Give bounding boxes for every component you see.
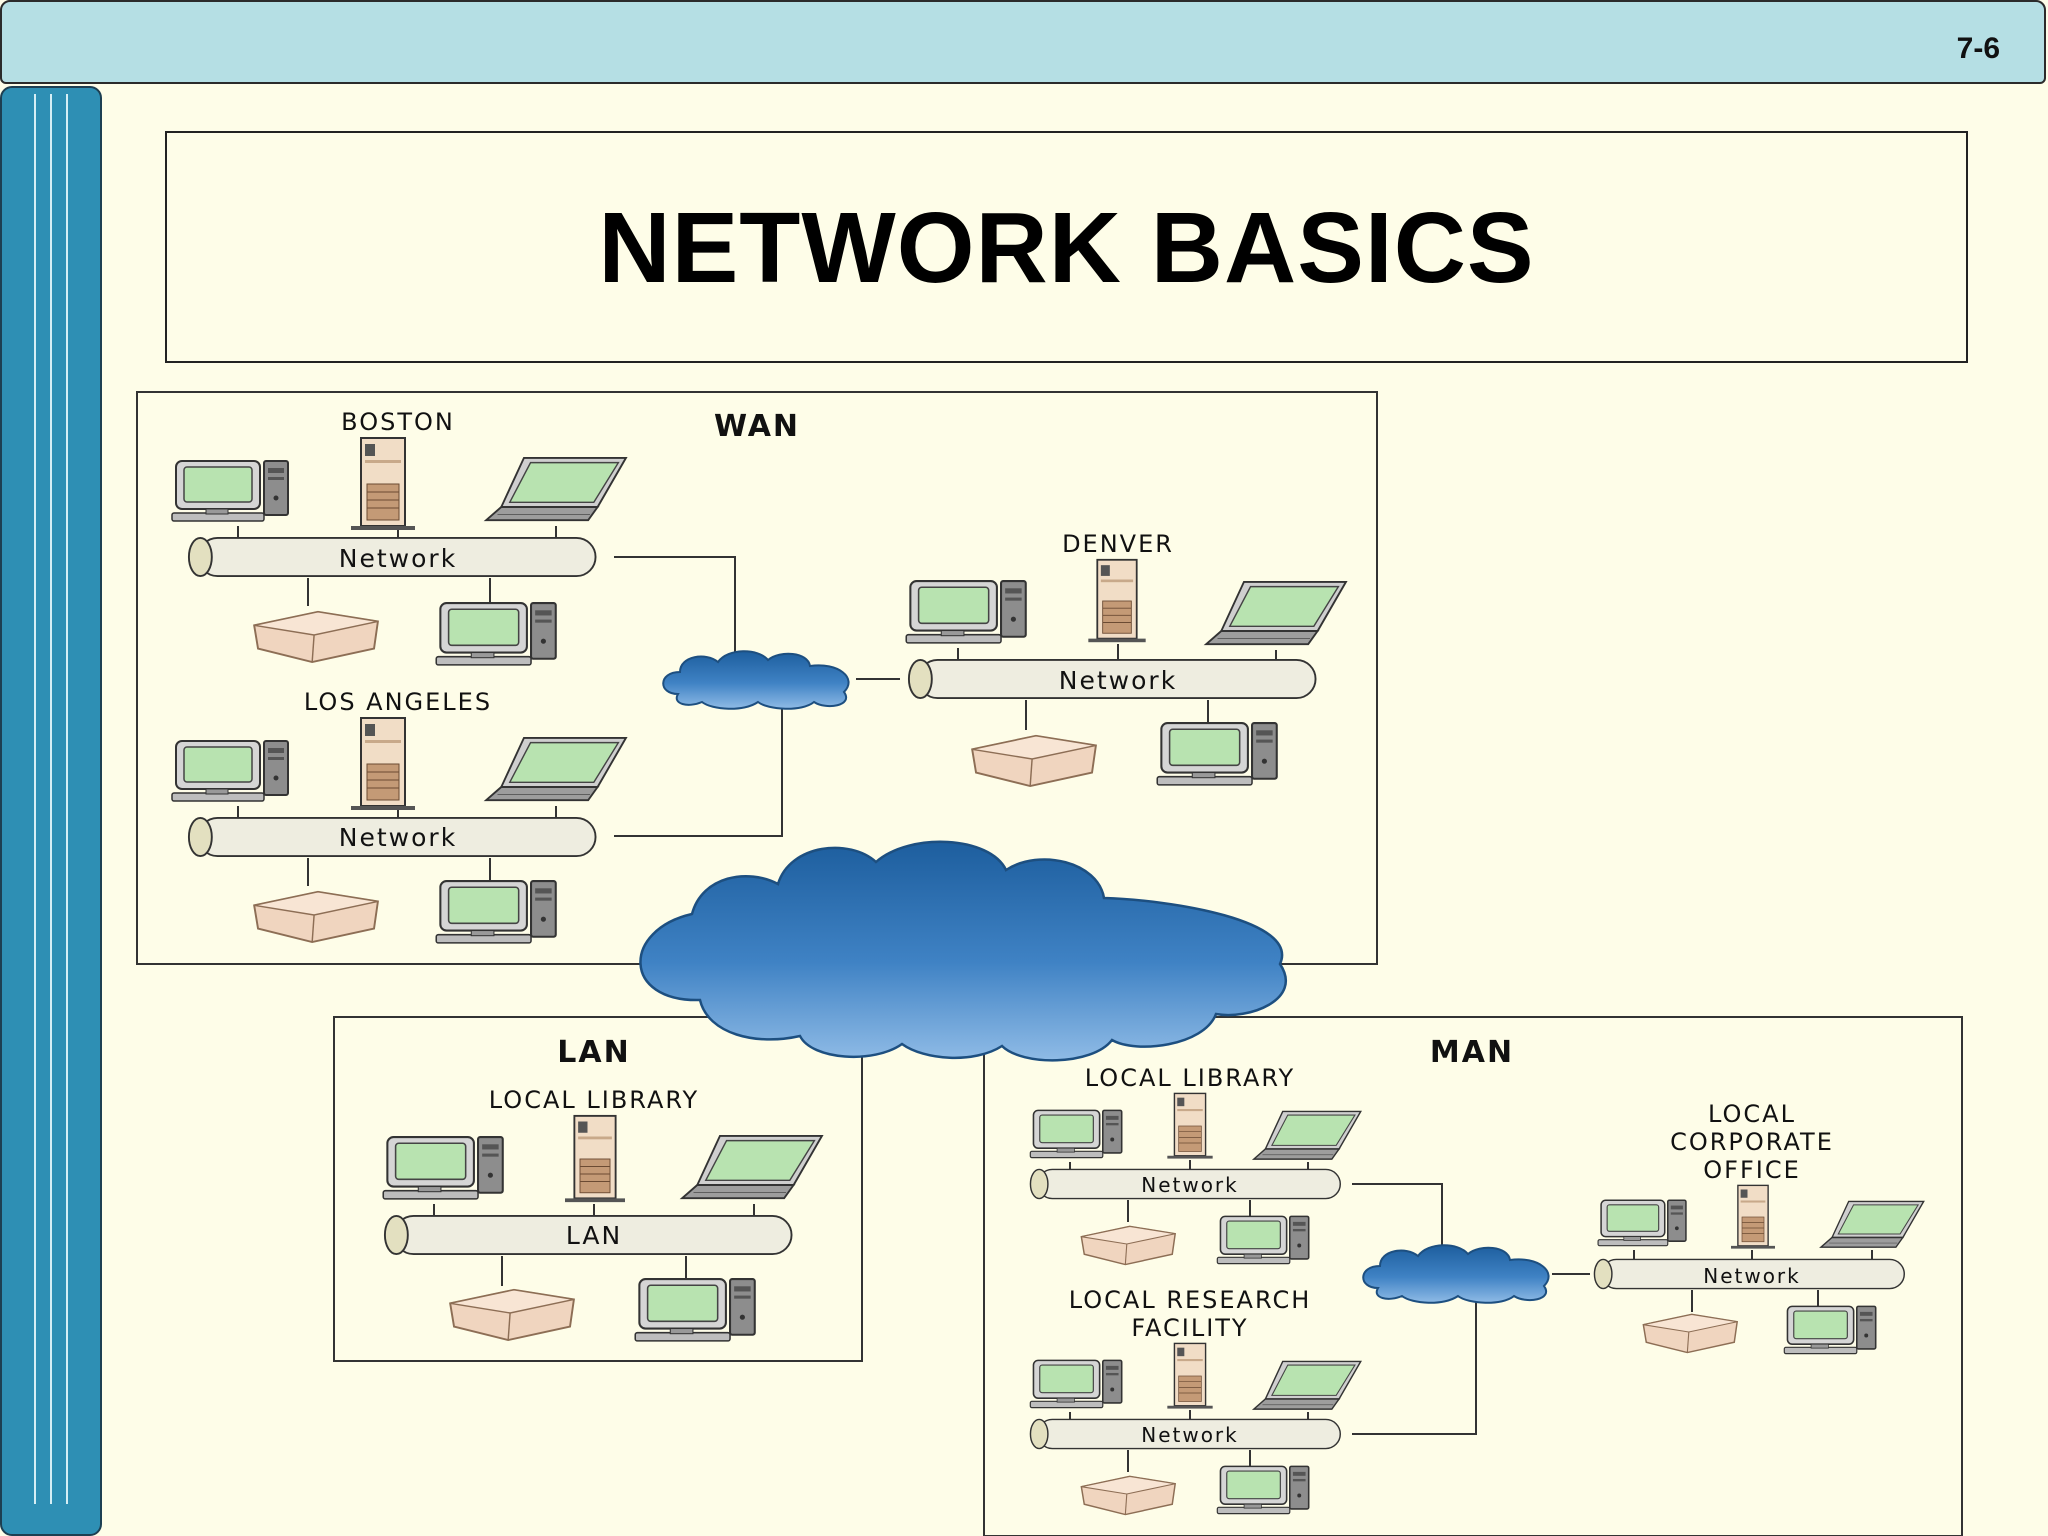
- top-bar: 7-6: [0, 0, 2046, 84]
- wan-links: [614, 556, 900, 837]
- laptop-icon: [681, 1134, 823, 1200]
- slide-number: 7-6: [1956, 32, 2000, 65]
- laptop-icon: [1253, 1110, 1362, 1160]
- man-header: MAN: [1430, 1035, 1514, 1070]
- man-section: MAN LOCAL LIBRARY Network LOCAL RESEARCH: [983, 1016, 1963, 1536]
- sidebar-stripe: [34, 94, 36, 1504]
- printer-icon: [449, 1288, 575, 1342]
- bus-label: Network: [1141, 1423, 1239, 1447]
- man-links: [1352, 1183, 1590, 1435]
- laptop-icon: [1820, 1200, 1925, 1248]
- site-los-angeles: LOS ANGELES Network: [171, 688, 627, 945]
- site-name-line: OFFICE: [1703, 1156, 1801, 1184]
- lan-header: LAN: [557, 1035, 630, 1070]
- bus-label: Network: [339, 823, 457, 852]
- desktop-computer-icon: [434, 879, 558, 945]
- server-tower-icon: [1166, 1342, 1214, 1410]
- man-site-local-corporate-office: LOCAL CORPORATE OFFICE Network: [1593, 1100, 1925, 1355]
- site-name-line: FACILITY: [1131, 1314, 1248, 1342]
- man-site-local-library: LOCAL LIBRARY Network: [1029, 1064, 1362, 1266]
- bus-label-bg: [320, 545, 476, 571]
- bus-label-bg: [320, 824, 476, 850]
- bus-label-bg: [520, 1222, 668, 1248]
- desktop-computer-icon: [1216, 1215, 1310, 1265]
- site-name-line: CORPORATE: [1670, 1128, 1834, 1156]
- bus-label: Network: [339, 544, 457, 573]
- desktop-computer-icon: [1029, 1109, 1123, 1159]
- left-sidebar-decoration: [0, 86, 102, 1536]
- desktop-computer-icon: [1216, 1465, 1310, 1515]
- site-name: BOSTON: [341, 408, 455, 436]
- bus-label: Network: [1059, 666, 1177, 695]
- desktop-computer-icon: [1597, 1199, 1687, 1247]
- server-tower-icon: [1086, 558, 1148, 644]
- printer-icon: [1080, 1225, 1176, 1266]
- site-name: LOCAL LIBRARY: [1085, 1064, 1295, 1092]
- site-name: LOCAL LIBRARY: [489, 1086, 699, 1114]
- server-tower-icon: [1166, 1092, 1214, 1160]
- site-denver: DENVER Network: [904, 530, 1347, 788]
- printer-icon: [1080, 1475, 1176, 1516]
- desktop-computer-icon: [1155, 721, 1279, 787]
- cloud-icon: [1362, 1244, 1550, 1304]
- sidebar-stripe: [66, 94, 68, 1504]
- lan-section: LAN LOCAL LIBRARY LAN: [333, 1016, 863, 1362]
- desktop-computer-icon: [171, 740, 289, 802]
- site-name-line: LOCAL RESEARCH: [1069, 1286, 1312, 1314]
- desktop-computer-icon: [381, 1135, 505, 1201]
- bus-label-bg: [1130, 1424, 1250, 1446]
- bus-label-bg: [1040, 667, 1196, 693]
- bus-label: Network: [1141, 1173, 1239, 1197]
- server-tower-icon: [350, 437, 416, 531]
- man-site-local-research-facility: LOCAL RESEARCH FACILITY Network: [1029, 1286, 1362, 1516]
- bus-label-bg: [1692, 1264, 1812, 1286]
- desktop-computer-icon: [171, 460, 289, 522]
- laptop-icon: [485, 456, 627, 522]
- desktop-computer-icon: [1783, 1305, 1877, 1355]
- printer-icon: [253, 890, 379, 944]
- desktop-computer-icon: [1029, 1359, 1123, 1409]
- title-box: NETWORK BASICS: [165, 131, 1968, 363]
- cloud-icon: [639, 840, 1288, 1062]
- slide-title: NETWORK BASICS: [598, 192, 1535, 304]
- sidebar-stripe: [50, 94, 52, 1504]
- site-boston: BOSTON Network: [171, 408, 627, 667]
- cloud-icon: [662, 650, 850, 710]
- bus-label: LAN: [566, 1221, 622, 1250]
- laptop-icon: [485, 736, 627, 802]
- site-name: DENVER: [1062, 530, 1174, 558]
- man-frame: [983, 1016, 1963, 1536]
- printer-icon: [253, 610, 379, 664]
- bus-label-bg: [1130, 1174, 1250, 1196]
- site-name-line: LOCAL: [1708, 1100, 1796, 1128]
- site-name: LOS ANGELES: [304, 688, 492, 716]
- printer-icon: [971, 734, 1097, 788]
- desktop-computer-icon: [633, 1277, 757, 1343]
- bus-label: Network: [1703, 1264, 1801, 1288]
- desktop-computer-icon: [434, 601, 558, 667]
- lan-frame: [333, 1016, 863, 1362]
- laptop-icon: [1205, 580, 1347, 646]
- desktop-computer-icon: [904, 579, 1028, 645]
- laptop-icon: [1253, 1360, 1362, 1410]
- server-tower-icon: [563, 1114, 627, 1204]
- printer-icon: [1642, 1313, 1738, 1354]
- server-tower-icon: [1730, 1184, 1776, 1250]
- wan-header: WAN: [714, 409, 800, 444]
- wan-section: WAN BOSTON Network LOS ANGELES: [136, 391, 1378, 965]
- server-tower-icon: [350, 717, 416, 811]
